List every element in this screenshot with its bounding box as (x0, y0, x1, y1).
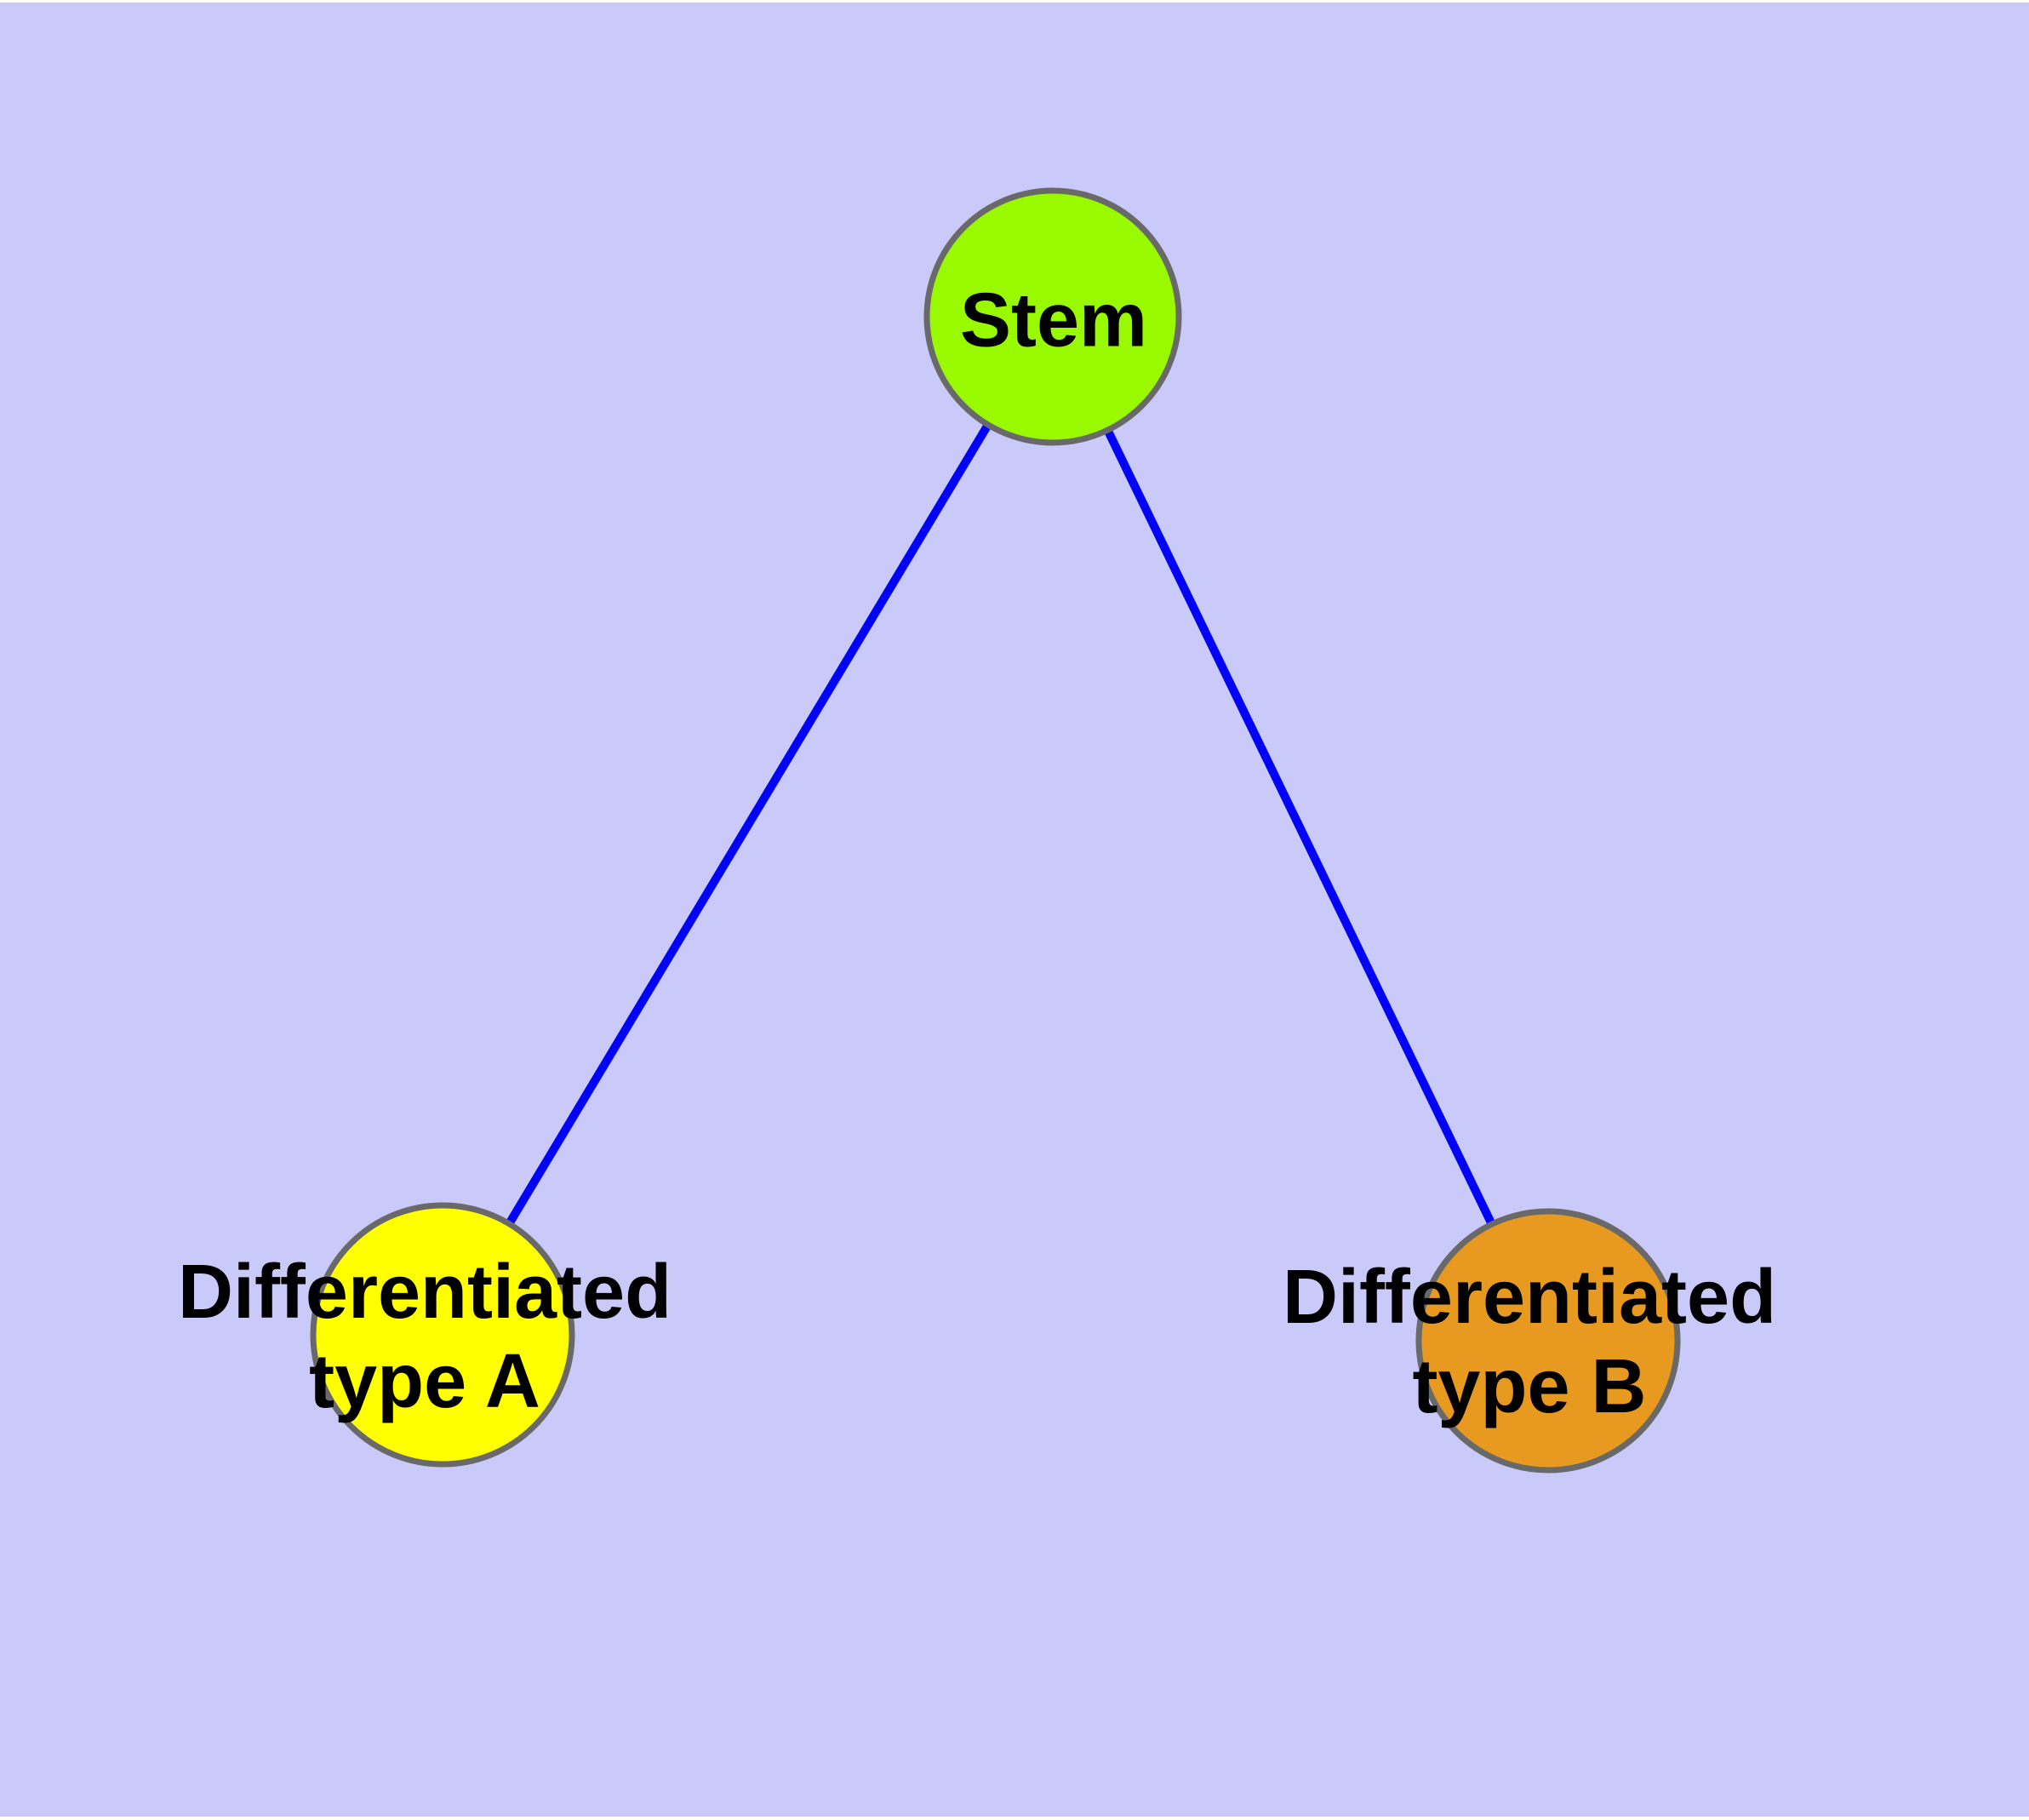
edge-stem-to-type-a (438, 314, 1057, 1337)
node-stem-circle (923, 187, 1182, 446)
node-stem-label: Stem (960, 277, 1147, 366)
node-type-b-label-line2: type B (1412, 1344, 1647, 1429)
node-type-b-circle (1415, 1208, 1681, 1474)
node-stem-label-text: Stem (959, 278, 1148, 363)
edge-stem-to-type-b (1049, 314, 1552, 1343)
node-type-a-circle (310, 1202, 575, 1468)
node-type-b-label-line1: Differentiated (1282, 1255, 1777, 1340)
node-type-a-label-line2: type A (309, 1339, 540, 1424)
diagram-canvas: Stem Differentiated type A Differentiate… (0, 3, 2029, 1817)
node-type-a-label-line1: Differentiated (177, 1250, 672, 1335)
node-type-b-label: Differentiated type B (1283, 1253, 1776, 1432)
graph-svg (310, 187, 1681, 1474)
node-type-a-label: Differentiated type A (178, 1248, 672, 1427)
